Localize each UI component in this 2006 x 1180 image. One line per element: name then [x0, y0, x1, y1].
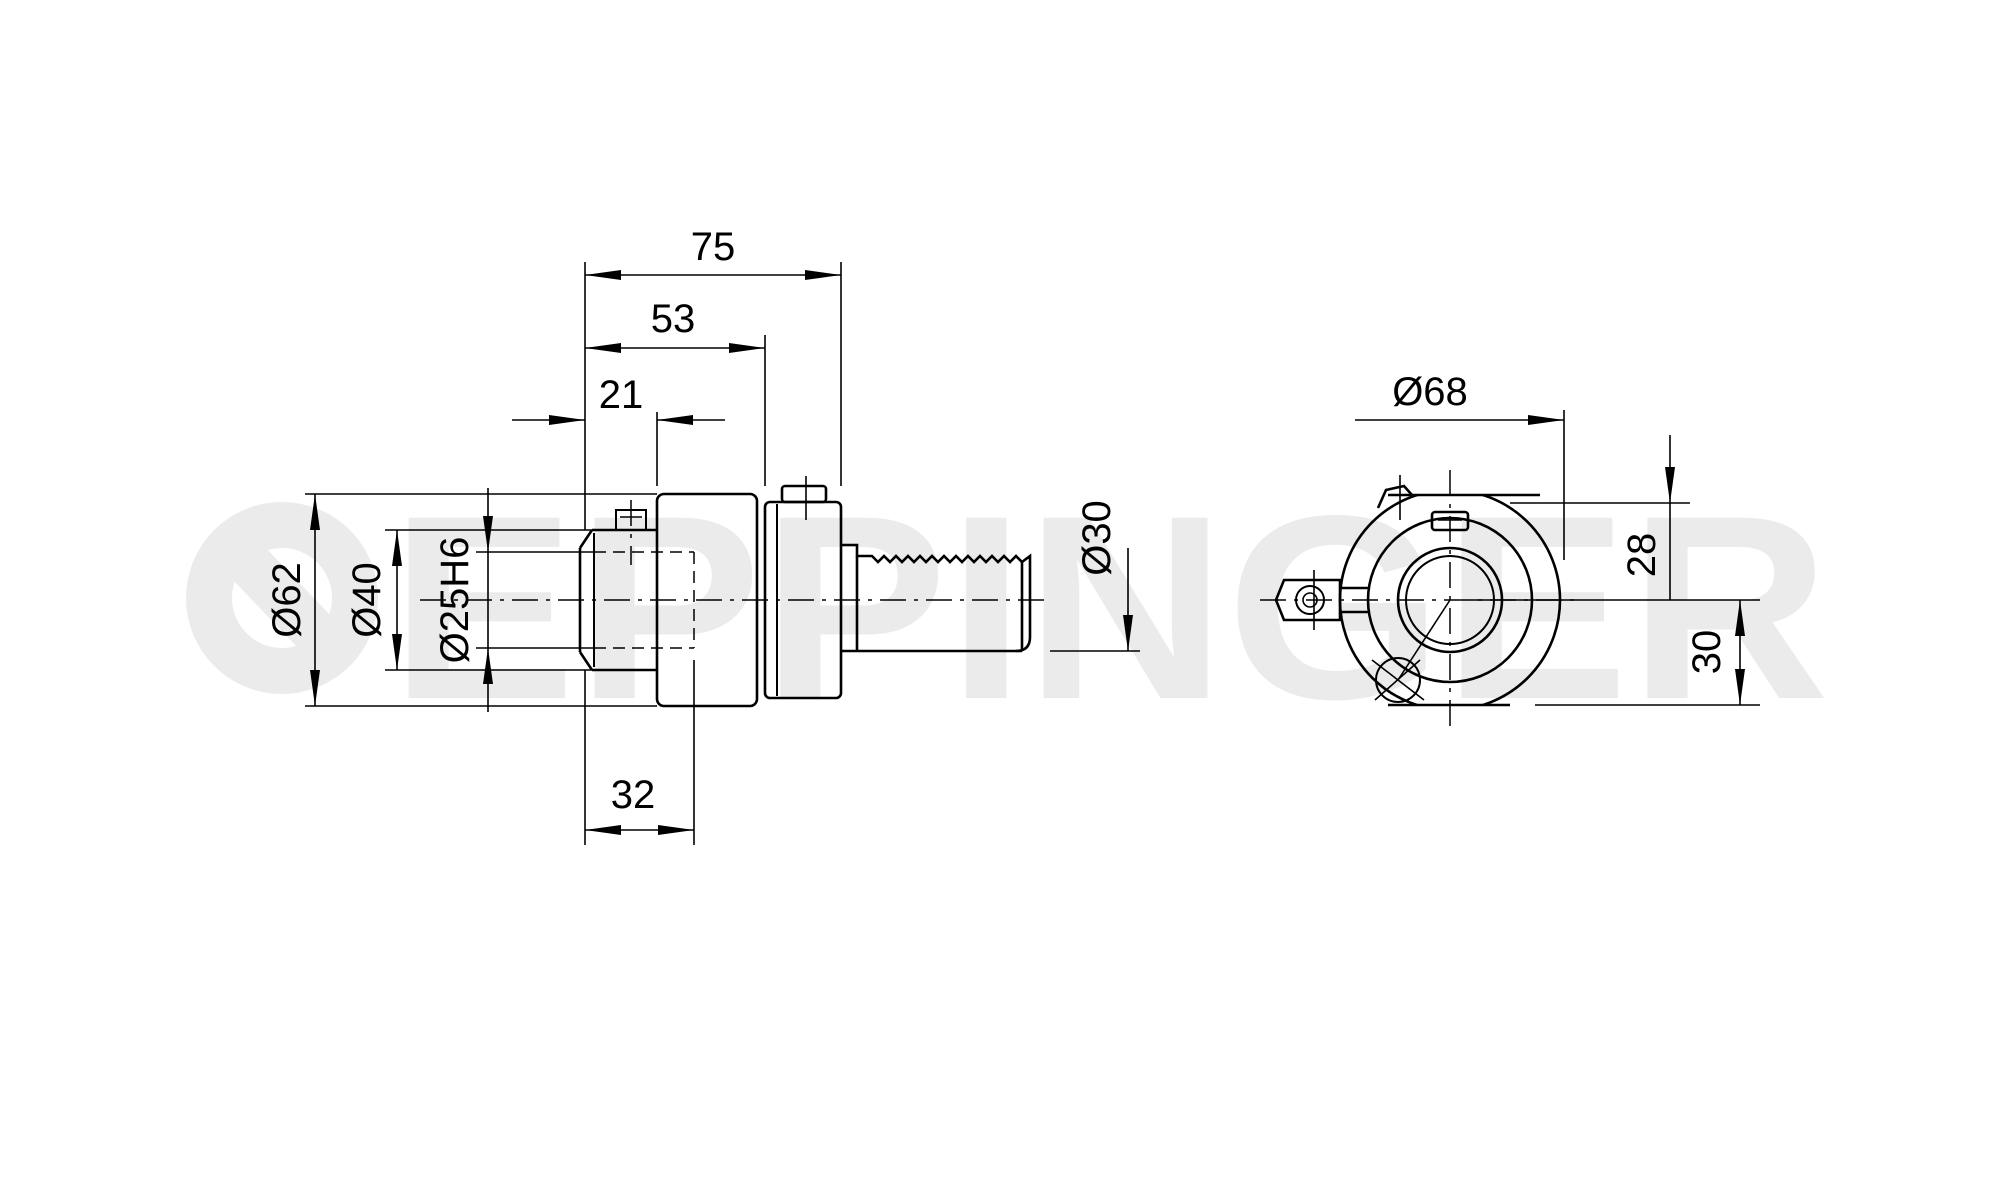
- dim-dia-bore-text: Ø25H6: [433, 537, 477, 664]
- front-side-screw-icon: [1274, 570, 1370, 630]
- dim-dia-collar: Ø40: [345, 529, 592, 671]
- dim-dia-outer-text: Ø62: [265, 562, 309, 638]
- flange-key: [780, 476, 828, 520]
- dim-length-bore-text: 32: [611, 773, 656, 817]
- front-view: Ø68 28 30: [1260, 370, 1760, 730]
- front-bottom-screw: [1371, 657, 1425, 703]
- hidden-bore: [594, 551, 695, 649]
- main-body: [655, 492, 759, 708]
- side-view: 75 53 21 32: [265, 225, 1140, 845]
- dim-length-offset-text: 21: [599, 373, 644, 417]
- logo-emblem-icon: [186, 502, 378, 694]
- dim-height-lower-text: 30: [1685, 630, 1729, 675]
- dim-dia-flange: Ø68: [1355, 370, 1565, 560]
- dim-dia-outer: Ø62: [265, 493, 657, 707]
- dim-length-offset: 21: [512, 373, 725, 486]
- dim-dia-shank: Ø30: [1050, 500, 1140, 652]
- front-angle-line: [1397, 599, 1451, 681]
- dim-length-total: 75: [584, 225, 842, 530]
- dim-length-body: 53: [585, 297, 766, 486]
- dim-dia-shank-text: Ø30: [1075, 500, 1119, 576]
- dim-dia-bore: Ø25H6: [433, 488, 594, 712]
- dim-dia-collar-text: Ø40: [345, 562, 389, 638]
- dim-height-upper-text: 28: [1620, 533, 1664, 578]
- collar-screw: [615, 500, 647, 565]
- dim-length-body-text: 53: [651, 297, 696, 341]
- dim-length-total-text: 75: [691, 225, 736, 269]
- shank: [841, 543, 1032, 653]
- front-top-tab: [1376, 475, 1413, 520]
- dim-length-bore: 32: [584, 660, 695, 845]
- dim-height-upper: 28: [1470, 435, 1760, 601]
- dim-height-lower: 30: [1535, 600, 1760, 706]
- dim-dia-flange-text: Ø68: [1392, 370, 1468, 414]
- front-key: [1430, 510, 1470, 532]
